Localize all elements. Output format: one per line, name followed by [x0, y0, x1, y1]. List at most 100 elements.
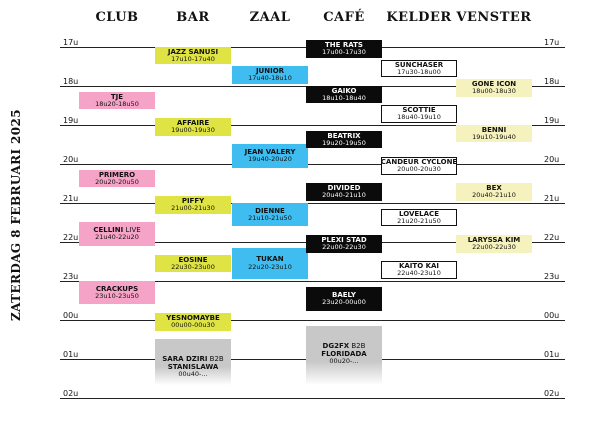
artist-name: BEATRIX	[327, 132, 360, 140]
artist-name-text: TUKAN	[256, 255, 284, 264]
artist-name: BAELY	[332, 291, 356, 299]
artist-name: PIFFY	[182, 197, 204, 205]
artist-name: CELLINI LIVE	[93, 226, 140, 234]
set-time: 20u40-21u10	[472, 191, 516, 200]
artist-name: JEAN VALERY	[245, 148, 296, 156]
artist-name: EOSINE	[178, 256, 207, 264]
set-time: 18u10-18u40	[322, 93, 366, 102]
artist-name-text: CRACKUPS	[95, 284, 139, 293]
artist-name-text: JAZZ SANUSI	[167, 47, 219, 56]
hour-label-right: 02u	[544, 389, 560, 398]
set-time: 19u40-20u20	[248, 155, 292, 164]
set-time: 18u40-19u10	[397, 113, 441, 122]
set-time: 20u40-21u10	[322, 191, 366, 200]
artist-name-text: BAELY	[332, 291, 356, 300]
set-time: 18u20-18u50	[95, 99, 139, 108]
artist-name-text: PLEXI STAD	[321, 236, 367, 244]
hour-label-right: 21u	[544, 194, 560, 203]
artist-name-text: CELLINI	[93, 226, 124, 235]
hour-label-right: 01u	[544, 350, 560, 359]
hour-label-right: 20u	[544, 155, 560, 164]
set-time: 19u00-19u30	[171, 126, 215, 135]
set-time: 22u00-22u30	[472, 243, 516, 252]
hour-label-right: 23u	[544, 272, 560, 281]
hour-label-left: 22u	[63, 233, 79, 242]
artist-name: KAITO KAI	[399, 262, 439, 270]
artist-name: TUKAN	[256, 255, 283, 263]
hour-label-right: 19u	[544, 116, 560, 125]
artist-name: YESNOMAYBE	[166, 314, 220, 322]
set-time: 23u20-00u00	[322, 298, 366, 307]
hour-label-right: 18u	[544, 77, 560, 86]
artist-name: GONE ICON	[472, 80, 516, 88]
hour-label-left: 23u	[63, 272, 79, 281]
artist-name-second: STANISLAWA	[167, 363, 219, 372]
hour-line	[60, 125, 565, 126]
artist-name: TJE	[111, 93, 123, 101]
venue-header-caf-: CAFÉ	[323, 10, 365, 25]
artist-name-text: YESNOMAYBE	[166, 314, 220, 322]
artist-name: AFFAIRE	[177, 119, 209, 127]
artist-extra: LIVE	[123, 226, 141, 235]
hour-label-left: 18u	[63, 77, 79, 86]
date-label: ZATERDAG 8 FEBRUARI 2025	[9, 108, 23, 322]
artist-name: LOVELACE	[399, 210, 439, 218]
artist-extra: B2B	[207, 355, 224, 364]
artist-name: JAZZ SANUSI	[168, 48, 218, 56]
set-time: 18u00-18u30	[472, 87, 516, 96]
set-time: 17u30-18u00	[397, 67, 441, 76]
venue-header-kelder: KELDER	[386, 10, 452, 25]
artist-name-text: JUNIOR	[255, 67, 285, 76]
artist-name: DIENNE	[255, 207, 285, 215]
artist-name: BEX	[486, 184, 502, 192]
artist-name-text: LOVELACE	[399, 209, 439, 218]
hour-label-right: 17u	[544, 38, 560, 47]
set-time: 23u10-23u50	[95, 291, 139, 300]
artist-name-text: BEATRIX	[327, 131, 361, 140]
set-time: 22u00-22u30	[322, 243, 366, 252]
hour-label-left: 01u	[63, 350, 79, 359]
hour-label-left: 17u	[63, 38, 79, 47]
set-time: 20u00-20u30	[397, 165, 441, 174]
set-time: 00u00-00u30	[171, 321, 215, 330]
set-time: 19u10-19u40	[472, 132, 516, 141]
set-time: 22u30-23u00	[171, 262, 215, 271]
artist-name: PLEXI STAD	[321, 236, 366, 244]
venue-header-venster: VENSTER	[456, 10, 532, 25]
set-time: 21u00-21u30	[171, 204, 215, 213]
artist-name-text: DG2FX	[322, 341, 350, 350]
set-time: 19u20-19u50	[322, 138, 366, 147]
set-time: 00u20-...	[329, 356, 359, 365]
artist-name-text: LARYSSA KIM	[467, 236, 521, 244]
